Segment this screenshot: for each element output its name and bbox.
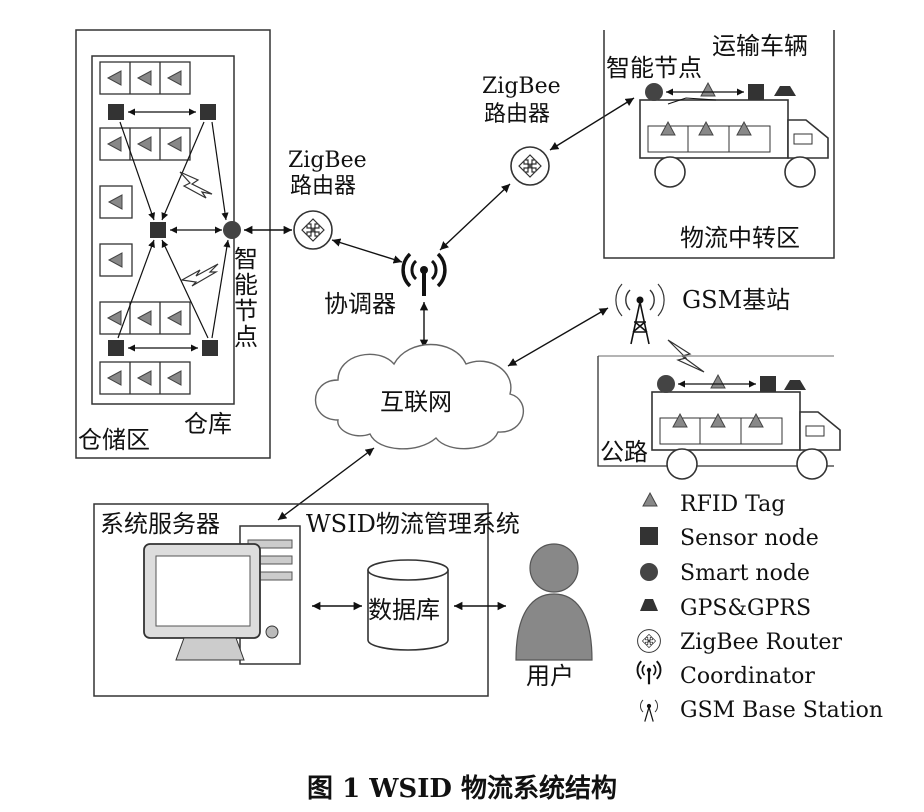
router-top-line2: 路由器 xyxy=(484,102,551,127)
server-area-box xyxy=(93,503,489,697)
figure-caption: 图 1 WSID 物流系统结构 xyxy=(307,774,617,804)
database-icon xyxy=(367,559,449,651)
warehouse-area-title: 仓储区 xyxy=(78,426,150,454)
gsm-bolt xyxy=(667,339,705,373)
truck-smart-node-label: 智能节点 xyxy=(606,54,702,82)
warehouse-links xyxy=(117,108,231,352)
truck-transfer xyxy=(639,99,829,188)
database-label: 数据库 xyxy=(368,596,440,624)
legend-coordinator: Coordinator xyxy=(680,664,815,689)
router-left-line1: ZigBee xyxy=(288,148,367,173)
road-label: 公路 xyxy=(600,438,648,466)
smart-node-warehouse xyxy=(223,221,241,239)
legend-smart-node: Smart node xyxy=(680,561,810,586)
warehouse-area-box xyxy=(75,29,271,459)
server-area-title: 系统服务器 xyxy=(100,510,220,538)
legend-gsm-base-station: GSM Base Station xyxy=(680,698,884,723)
vehicle-area-title: 运输车辆 xyxy=(712,32,808,60)
router-left-line2: 路由器 xyxy=(290,174,357,199)
legend-rfid-tag: RFID Tag xyxy=(680,492,786,517)
warehouse-label: 仓库 xyxy=(184,410,232,438)
legend-gps-gprs: GPS&GPRS xyxy=(680,596,812,621)
transfer-zone-label: 物流中转区 xyxy=(680,224,800,252)
legend-icons xyxy=(636,492,662,722)
gps-gprs-truck xyxy=(774,86,796,96)
computer-icon xyxy=(143,525,301,665)
wireless-bolts xyxy=(179,171,219,287)
router-top-line1: ZigBee xyxy=(482,74,561,99)
zigbee-router-left-icon xyxy=(293,210,333,250)
transfer-zone-box xyxy=(603,30,835,259)
gsm-tower-icon xyxy=(615,283,665,345)
sensor-node-truck xyxy=(748,84,764,100)
smart-node-truck xyxy=(645,83,663,101)
legend-sensor-node: Sensor node xyxy=(680,526,819,551)
road-box xyxy=(597,356,834,467)
coordinator-icon xyxy=(401,252,447,298)
user-icon xyxy=(515,543,593,661)
smart-node-label: 智能节点 xyxy=(234,245,258,351)
sensor-nodes-warehouse xyxy=(108,104,218,356)
gsm-label: GSM基站 xyxy=(682,286,791,314)
internet-cloud xyxy=(314,343,525,450)
internet-label: 互联网 xyxy=(380,388,452,416)
legend-zigbee-router: ZigBee Router xyxy=(680,630,842,655)
system-label: WSID物流管理系统 xyxy=(306,510,520,538)
coordinator-label: 协调器 xyxy=(324,290,396,318)
zigbee-router-top-icon xyxy=(510,146,550,186)
user-label: 用户 xyxy=(526,662,574,690)
